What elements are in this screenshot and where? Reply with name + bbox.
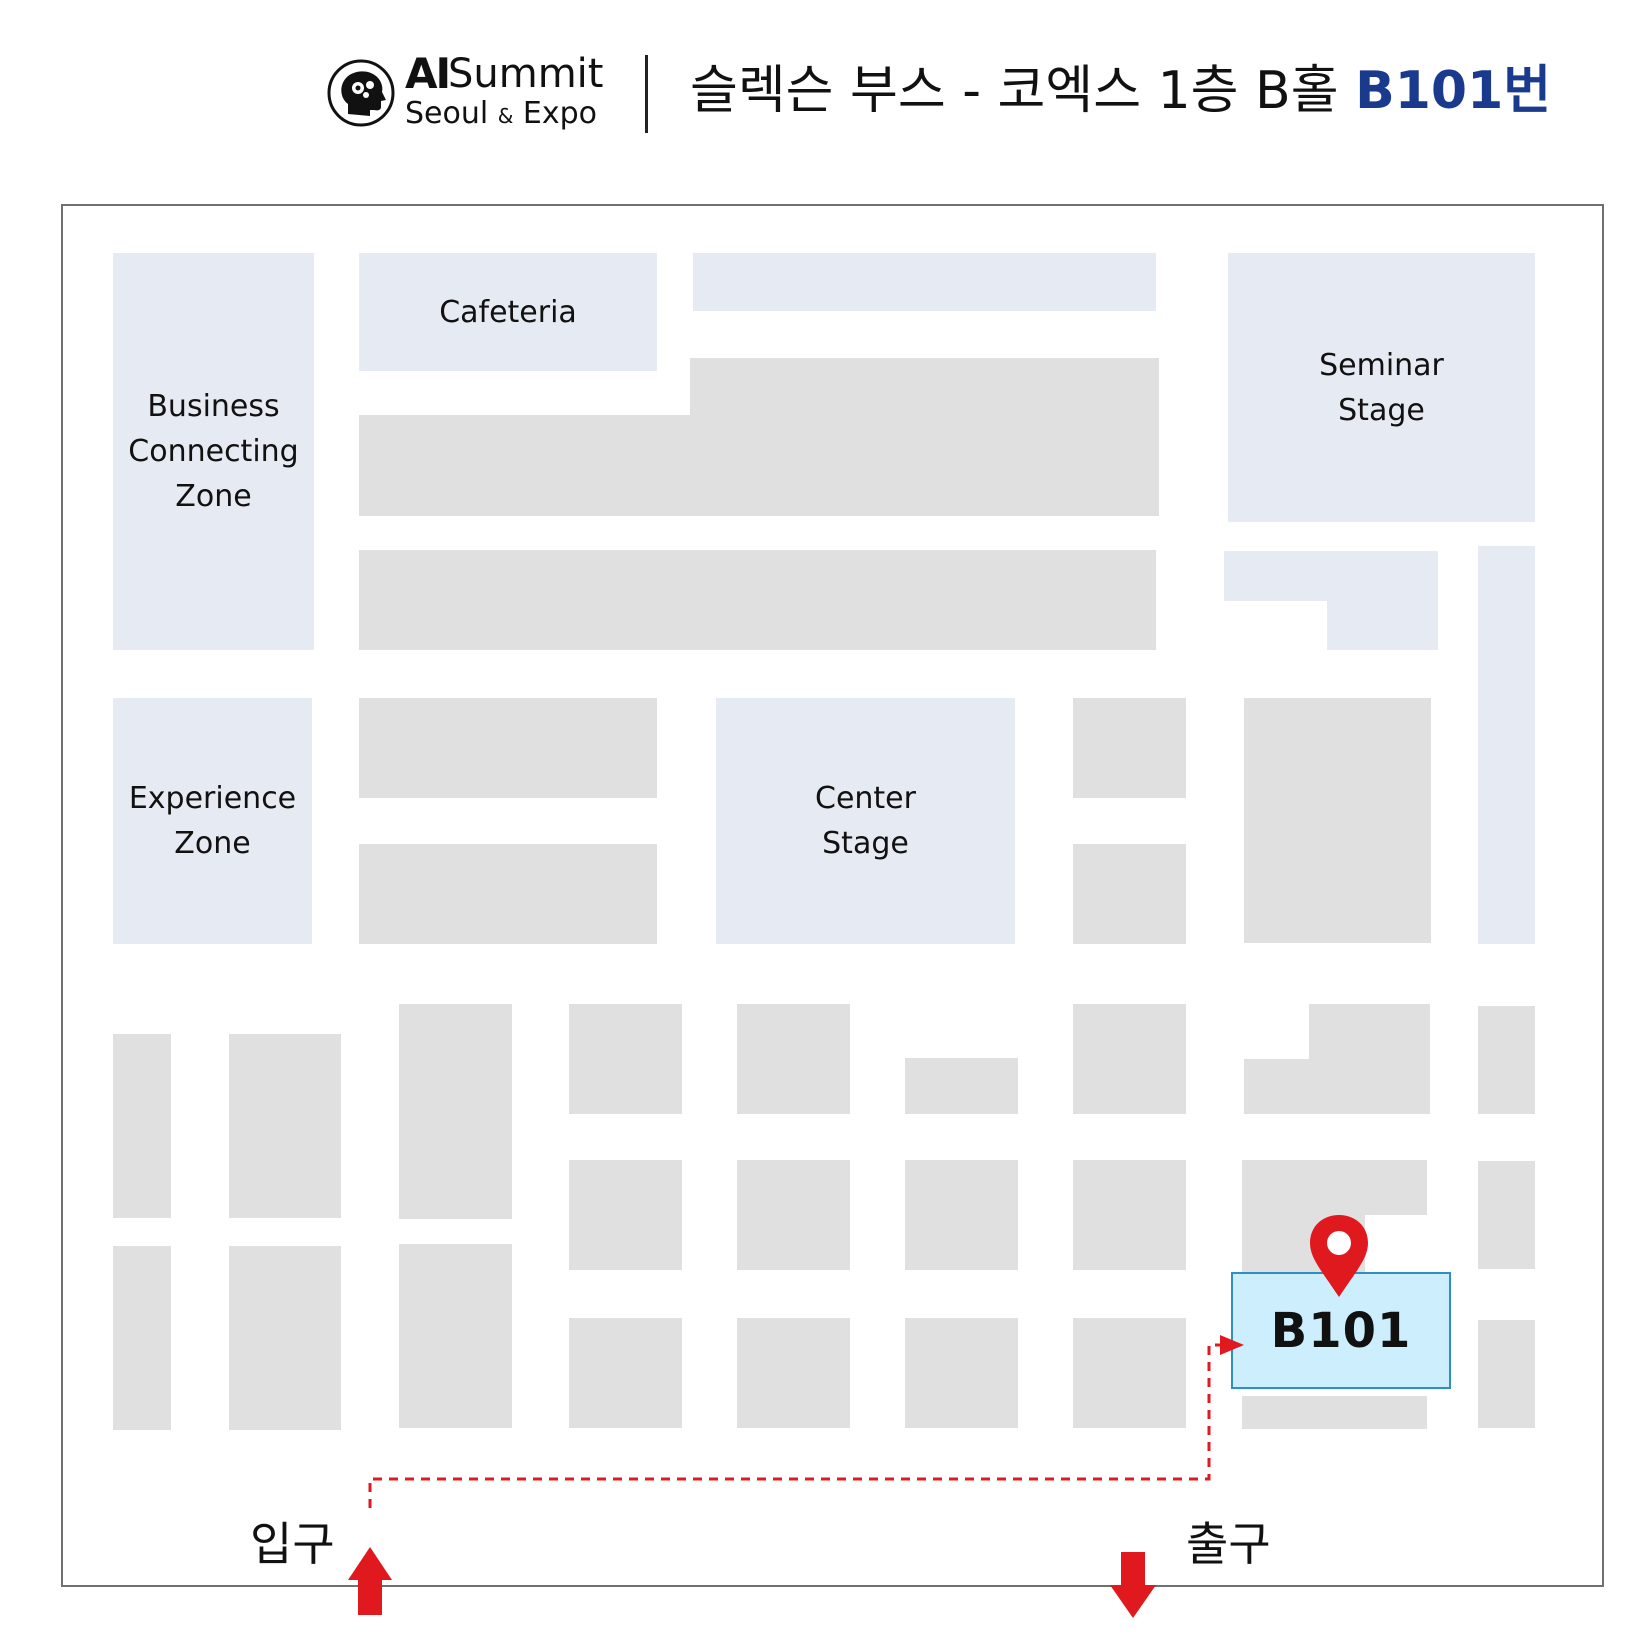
zone-cafeteria-label: Cafeteria (439, 294, 577, 330)
booth-b101-label: B101 (1270, 1302, 1412, 1359)
zone-top-strip (693, 253, 1156, 311)
logo-summit-text: Summit (448, 51, 604, 97)
logo-ampersand: & (497, 104, 514, 128)
booth-block (569, 1318, 682, 1428)
booth-block (1073, 844, 1186, 944)
exit-arrow-down-icon (1110, 1552, 1156, 1618)
booth-block (359, 698, 657, 798)
logo-ai-text: AI (405, 49, 451, 98)
booth-block (399, 1004, 512, 1219)
zone-center-stage: Center Stage (716, 698, 1015, 944)
booth-block-row2 (359, 550, 1156, 650)
booth-block (905, 1160, 1018, 1270)
zone-cafeteria: Cafeteria (359, 253, 657, 371)
booth-block (1478, 1006, 1535, 1114)
zone-center-label: Center Stage (815, 781, 916, 861)
logo-seoul-expo-text: Seoul & Expo (405, 96, 597, 134)
booth-block (399, 1244, 512, 1428)
entrance-label: 입구 (250, 1517, 335, 1571)
brain-head-logo-icon (327, 59, 395, 127)
booth-block (359, 844, 657, 944)
zone-seminar-label: Seminar Stage (1319, 347, 1444, 428)
header: AI Summit Seoul & Expo 슬렉슨 부스 - 코엑스 1층 B… (0, 0, 1651, 170)
exit-label: 출구 (1186, 1517, 1271, 1571)
booth-block (905, 1318, 1018, 1428)
booth-block (1478, 1320, 1535, 1428)
booth-block (1073, 698, 1186, 798)
zone-business-label: Business Connecting Zone (128, 389, 299, 514)
route-arrowhead-icon (1220, 1335, 1244, 1355)
zone-right-vertical (1478, 546, 1535, 944)
zone-right-small-b (1327, 601, 1438, 650)
booth-block-top-large (690, 358, 1159, 416)
booth-block (569, 1004, 682, 1114)
route-path (368, 1343, 1225, 1508)
title-main: 슬렉슨 부스 - 코엑스 1층 B홀 (690, 61, 1356, 121)
zone-experience-label: Experience Zone (128, 781, 297, 861)
page-title: 슬렉슨 부스 - 코엑스 1층 B홀 B101번 (690, 58, 1551, 124)
booth-block (229, 1246, 341, 1430)
booth-block (113, 1246, 171, 1430)
booth-block (737, 1004, 850, 1114)
booth-block (1073, 1318, 1186, 1428)
booth-block (229, 1034, 341, 1218)
entrance-arrow-up-icon (348, 1547, 392, 1615)
logo-expo-word: Expo (522, 96, 598, 131)
booth-block-top-large-2 (359, 415, 1159, 516)
booth-block (569, 1160, 682, 1270)
booth-notch (1244, 1004, 1309, 1059)
zone-experience: Experience Zone (113, 698, 312, 944)
booth-block (113, 1034, 171, 1218)
booth-block (1073, 1004, 1186, 1114)
zone-business-connecting: Business Connecting Zone (113, 253, 314, 650)
header-divider (645, 55, 648, 133)
booth-block (1242, 1396, 1427, 1429)
booth-block (737, 1318, 850, 1428)
zone-right-small-a (1224, 551, 1438, 601)
booth-block (737, 1160, 850, 1270)
zone-seminar-stage: Seminar Stage (1228, 253, 1535, 522)
booth-block (1244, 698, 1431, 943)
booth-block (1073, 1160, 1186, 1270)
logo-seoul-word: Seoul (405, 96, 489, 131)
booth-block (905, 1058, 1018, 1114)
booth-block (1242, 1160, 1427, 1215)
booth-block (1478, 1161, 1535, 1269)
location-pin-icon (1310, 1215, 1368, 1297)
title-booth-number: B101번 (1355, 61, 1552, 121)
